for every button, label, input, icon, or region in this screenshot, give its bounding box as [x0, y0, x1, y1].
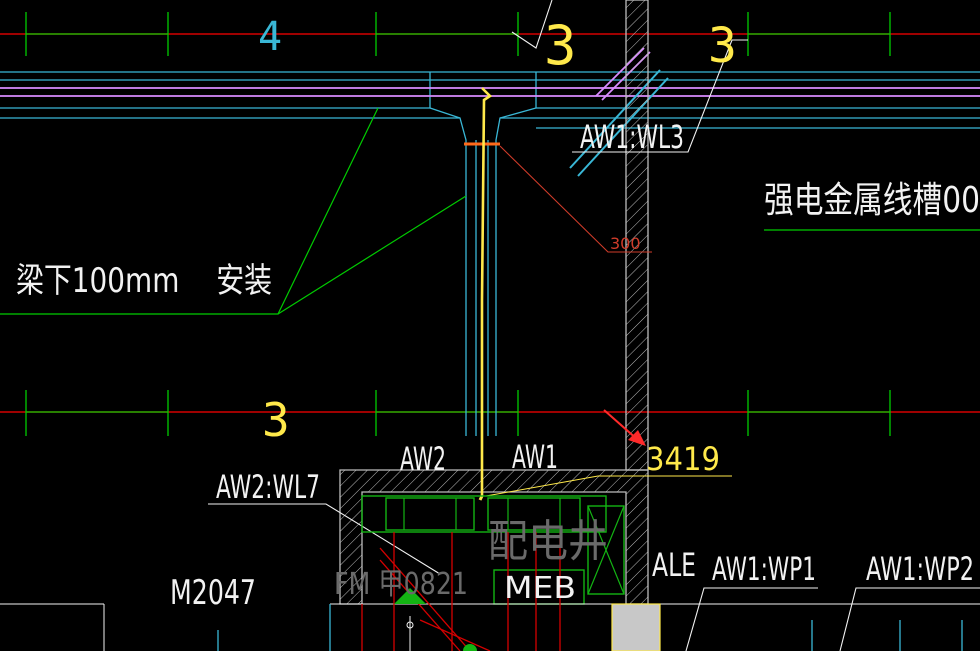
elev-3419-label: 3419	[646, 440, 720, 478]
duct-lines	[0, 47, 980, 101]
ale-column	[611, 603, 661, 651]
distribution-panels	[361, 495, 625, 605]
text-labels: 4 3 3 3 梁下100mm 安装 强电金属线槽00 AW1:WL3 300 …	[16, 14, 980, 613]
beam-note: 梁下100mm 安装	[16, 261, 272, 301]
meb-label: MEB	[504, 571, 576, 606]
room-name-label: 配电井	[488, 516, 608, 567]
dim-top-right-count: 3	[708, 18, 737, 74]
dim-300-label: 300	[610, 234, 641, 253]
door-fm-label: FM 甲0821	[334, 567, 468, 602]
top-dimension-lines	[25, 12, 891, 56]
aw2-wl7-label: AW2:WL7	[216, 468, 320, 506]
door-m2047-label: M2047	[170, 573, 256, 613]
aw1-wp1-label: AW1:WP1	[712, 550, 816, 588]
axis-lines	[0, 33, 980, 413]
beam-lines	[0, 71, 980, 436]
red-arrow-icon	[603, 409, 646, 446]
shaft-wall	[339, 0, 649, 605]
lower-structure	[0, 532, 980, 651]
mid-dimension-lines	[25, 390, 891, 436]
aw1-label: AW1	[512, 438, 558, 476]
aw2-label: AW2	[400, 440, 446, 478]
dim-top-left-count: 4	[258, 14, 282, 60]
dim-mid-count: 3	[262, 393, 290, 447]
aw1-wl3-label: AW1:WL3	[580, 118, 684, 156]
dim-top-mid-count: 3	[544, 14, 577, 77]
yellow-cable	[480, 87, 493, 496]
duct-note: 强电金属线槽00	[764, 180, 980, 221]
green-triangle-icon	[394, 588, 477, 651]
ale-label: ALE	[652, 546, 696, 584]
aw1-wp2-label: AW1:WP2	[866, 550, 974, 588]
